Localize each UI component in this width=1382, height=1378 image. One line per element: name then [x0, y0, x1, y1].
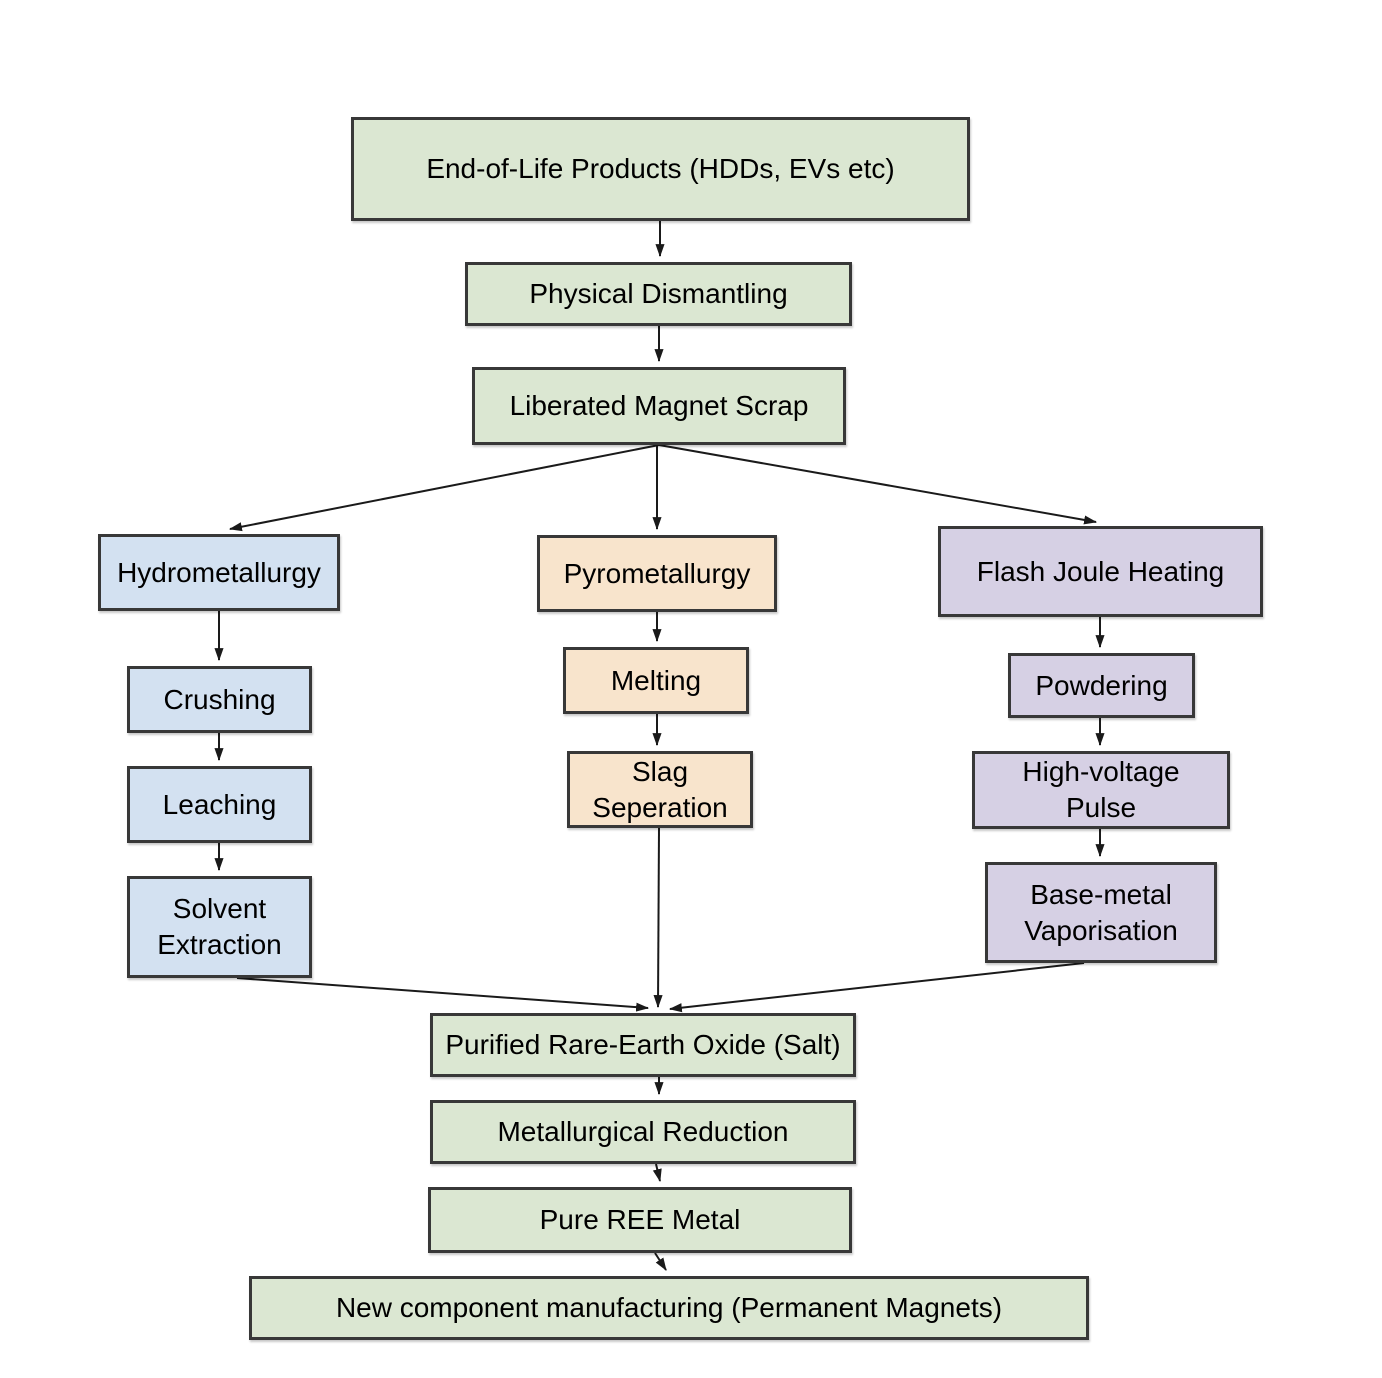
node-label: Pure REE Metal: [539, 1204, 741, 1236]
node-pure-ree-metal: Pure REE Metal: [428, 1187, 852, 1253]
node-label: Physical Dismantling: [529, 278, 788, 310]
node-label: New component manufacturing (Permanent M…: [335, 1292, 1003, 1324]
node-end-of-life-products: End-of-Life Products (HDDs, EVs etc): [351, 117, 970, 221]
node-label: Powdering: [1035, 669, 1168, 701]
node-label: Crushing: [163, 683, 276, 715]
node-label: Leaching: [162, 788, 277, 820]
node-high-voltage-pulse: High-voltage Pulse: [972, 751, 1230, 829]
node-solvent-extraction: Solvent Extraction: [127, 876, 312, 978]
node-purified-rare-earth-oxide: Purified Rare-Earth Oxide (Salt): [430, 1013, 856, 1077]
arrow-slag-to-oxide: [653, 827, 663, 1009]
node-label: Liberated Magnet Scrap: [509, 390, 809, 422]
node-label: Slag Seperation: [592, 755, 728, 823]
node-label: Base-metal Vaporisation: [1024, 878, 1178, 946]
node-powdering: Powdering: [1008, 653, 1195, 718]
arrow-scrap-to-fjh: [658, 444, 1098, 525]
node-new-component-manufacturing: New component manufacturing (Permanent M…: [249, 1276, 1089, 1340]
node-flash-joule-heating: Flash Joule Heating: [938, 526, 1263, 617]
node-physical-dismantling: Physical Dismantling: [465, 262, 852, 326]
node-label: Melting: [610, 664, 702, 696]
node-label: Purified Rare-Earth Oxide (Salt): [445, 1029, 841, 1061]
node-metallurgical-reduction: Metallurgical Reduction: [430, 1100, 856, 1164]
node-label: Solvent Extraction: [157, 893, 282, 960]
node-liberated-magnet-scrap: Liberated Magnet Scrap: [472, 367, 846, 445]
node-label: Metallurgical Reduction: [497, 1116, 789, 1148]
arrow-solvent-to-oxide: [236, 977, 650, 1012]
node-melting: Melting: [563, 647, 749, 714]
node-crushing: Crushing: [127, 666, 312, 733]
node-leaching: Leaching: [127, 766, 312, 843]
arrow-pure-to-newcomp: [654, 1252, 667, 1271]
arrow-scrap-to-hydro: [228, 444, 660, 532]
arrow-reduction-to-pure: [652, 1163, 662, 1183]
node-label: Flash Joule Heating: [976, 555, 1225, 587]
node-pyrometallurgy: Pyrometallurgy: [537, 535, 777, 612]
node-base-metal-vaporisation: Base-metal Vaporisation: [985, 862, 1217, 963]
node-label: End-of-Life Products (HDDs, EVs etc): [426, 153, 895, 185]
arrow-vapor-to-oxide: [668, 962, 1085, 1013]
node-label: High-voltage Pulse: [1022, 756, 1180, 823]
node-hydrometallurgy: Hydrometallurgy: [98, 534, 340, 611]
node-slag-seperation: Slag Seperation: [567, 751, 753, 828]
node-label: Pyrometallurgy: [563, 557, 751, 589]
node-label: Hydrometallurgy: [117, 556, 321, 588]
